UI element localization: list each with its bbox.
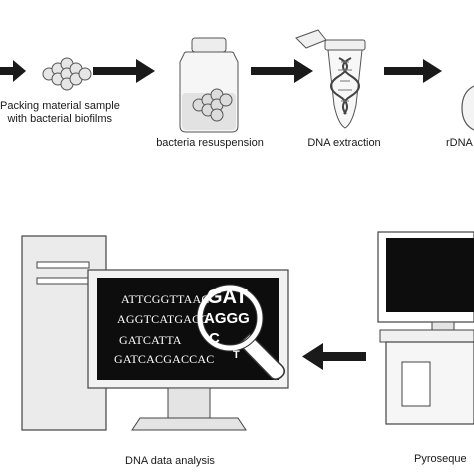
sequence-line-1: ATTCGGTTAAC: [121, 292, 210, 306]
magnified-text-tail: T: [233, 349, 240, 361]
arrow-step5-to-step6: [302, 343, 366, 370]
magnified-text-gat: GAT: [207, 286, 248, 308]
label-packing-material: Packing material sample with bacterial b…: [0, 100, 120, 126]
arrow-step1-to-step2: [93, 59, 155, 83]
dna-tube-icon: [295, 29, 366, 129]
arrow-step3-to-step4: [384, 59, 442, 83]
pyrosequencer-icon: [377, 231, 474, 425]
sequence-line-4: GATCACGACCAC: [114, 352, 215, 366]
label-packing-material-line2: with bacterial biofilms: [7, 113, 112, 125]
label-rdna: rDNA: [446, 137, 473, 149]
label-dna-extraction: DNA extraction: [307, 137, 381, 149]
label-packing-material-line1: Packing material sample: [0, 100, 120, 112]
magnified-text-c: C: [209, 330, 220, 347]
label-pyrosequencing: Pyroseque: [414, 453, 467, 465]
rdna-icon: [461, 85, 474, 131]
arrow-into-step1: [0, 60, 26, 82]
sequence-line-3: GATCATTA: [119, 333, 182, 347]
sequence-line-2: AGGTCATGACC: [117, 312, 209, 326]
arrow-step2-to-step3: [251, 59, 313, 83]
magnifier-icon: [196, 284, 285, 380]
bottle-icon: [179, 37, 239, 133]
packing-material-beads-icon: [42, 57, 92, 91]
magnified-text-aggg: AGGG: [204, 310, 250, 327]
label-dna-data-analysis: DNA data analysis: [125, 455, 215, 467]
label-bacteria-resuspension: bacteria resuspension: [156, 137, 264, 149]
